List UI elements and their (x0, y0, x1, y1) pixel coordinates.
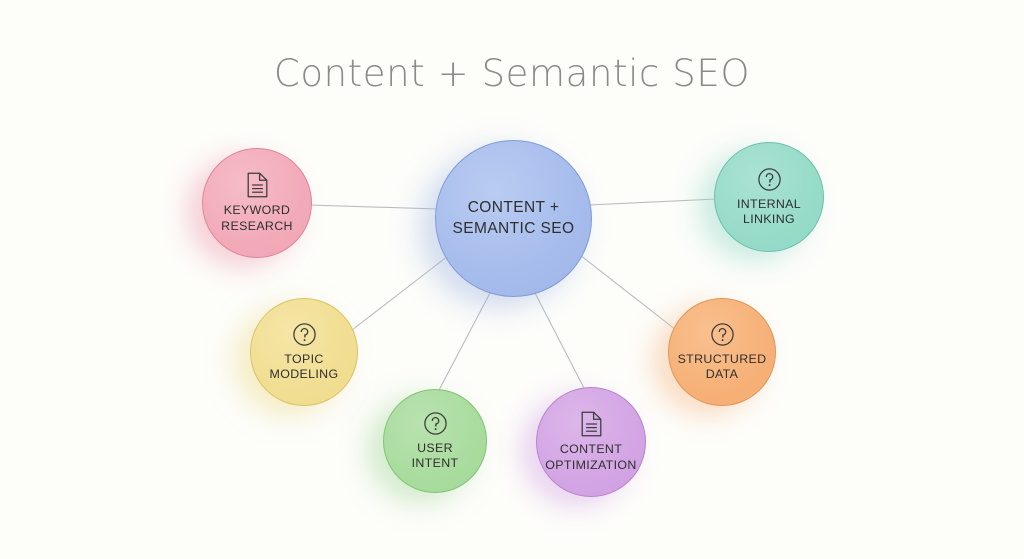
node-internal-linking[interactable]: INTERNAL LINKING (714, 142, 824, 252)
node-structured-data[interactable]: STRUCTURED DATA (668, 298, 776, 406)
node-user-intent-label: USER INTENT (411, 440, 459, 470)
node-content-optimization[interactable]: CONTENT OPTIMIZATION (536, 387, 646, 497)
question-mark-icon (423, 411, 448, 436)
node-topic-modeling-label: TOPIC MODELING (269, 351, 339, 381)
node-topic-modeling[interactable]: TOPIC MODELING (250, 298, 358, 406)
node-structured-data-label: STRUCTURED DATA (677, 351, 767, 381)
page-title: Content + Semantic SEO (273, 52, 751, 95)
edge-central-internal-linking (588, 198, 718, 206)
node-central-label: CONTENT + SEMANTIC SEO (452, 198, 575, 237)
question-mark-icon (292, 322, 317, 347)
node-internal-linking-label: INTERNAL LINKING (736, 196, 802, 226)
question-mark-icon (710, 322, 735, 347)
node-keyword-research-label: KEYWORD RESEARCH (221, 203, 293, 233)
document-icon (580, 411, 603, 437)
node-central[interactable]: CONTENT + SEMANTIC SEO (435, 140, 592, 297)
edge-central-keyword-research (308, 204, 439, 210)
node-content-optimization-label: CONTENT OPTIMIZATION (545, 442, 637, 472)
edge-central-structured-data (579, 254, 677, 331)
node-user-intent[interactable]: USER INTENT (383, 389, 487, 493)
edge-central-user-intent (437, 292, 491, 393)
node-keyword-research[interactable]: KEYWORD RESEARCH (202, 148, 312, 258)
edge-central-topic-modeling (351, 255, 449, 331)
edge-central-content-optimization (534, 292, 586, 391)
question-mark-icon (757, 167, 782, 192)
document-icon (246, 172, 269, 198)
